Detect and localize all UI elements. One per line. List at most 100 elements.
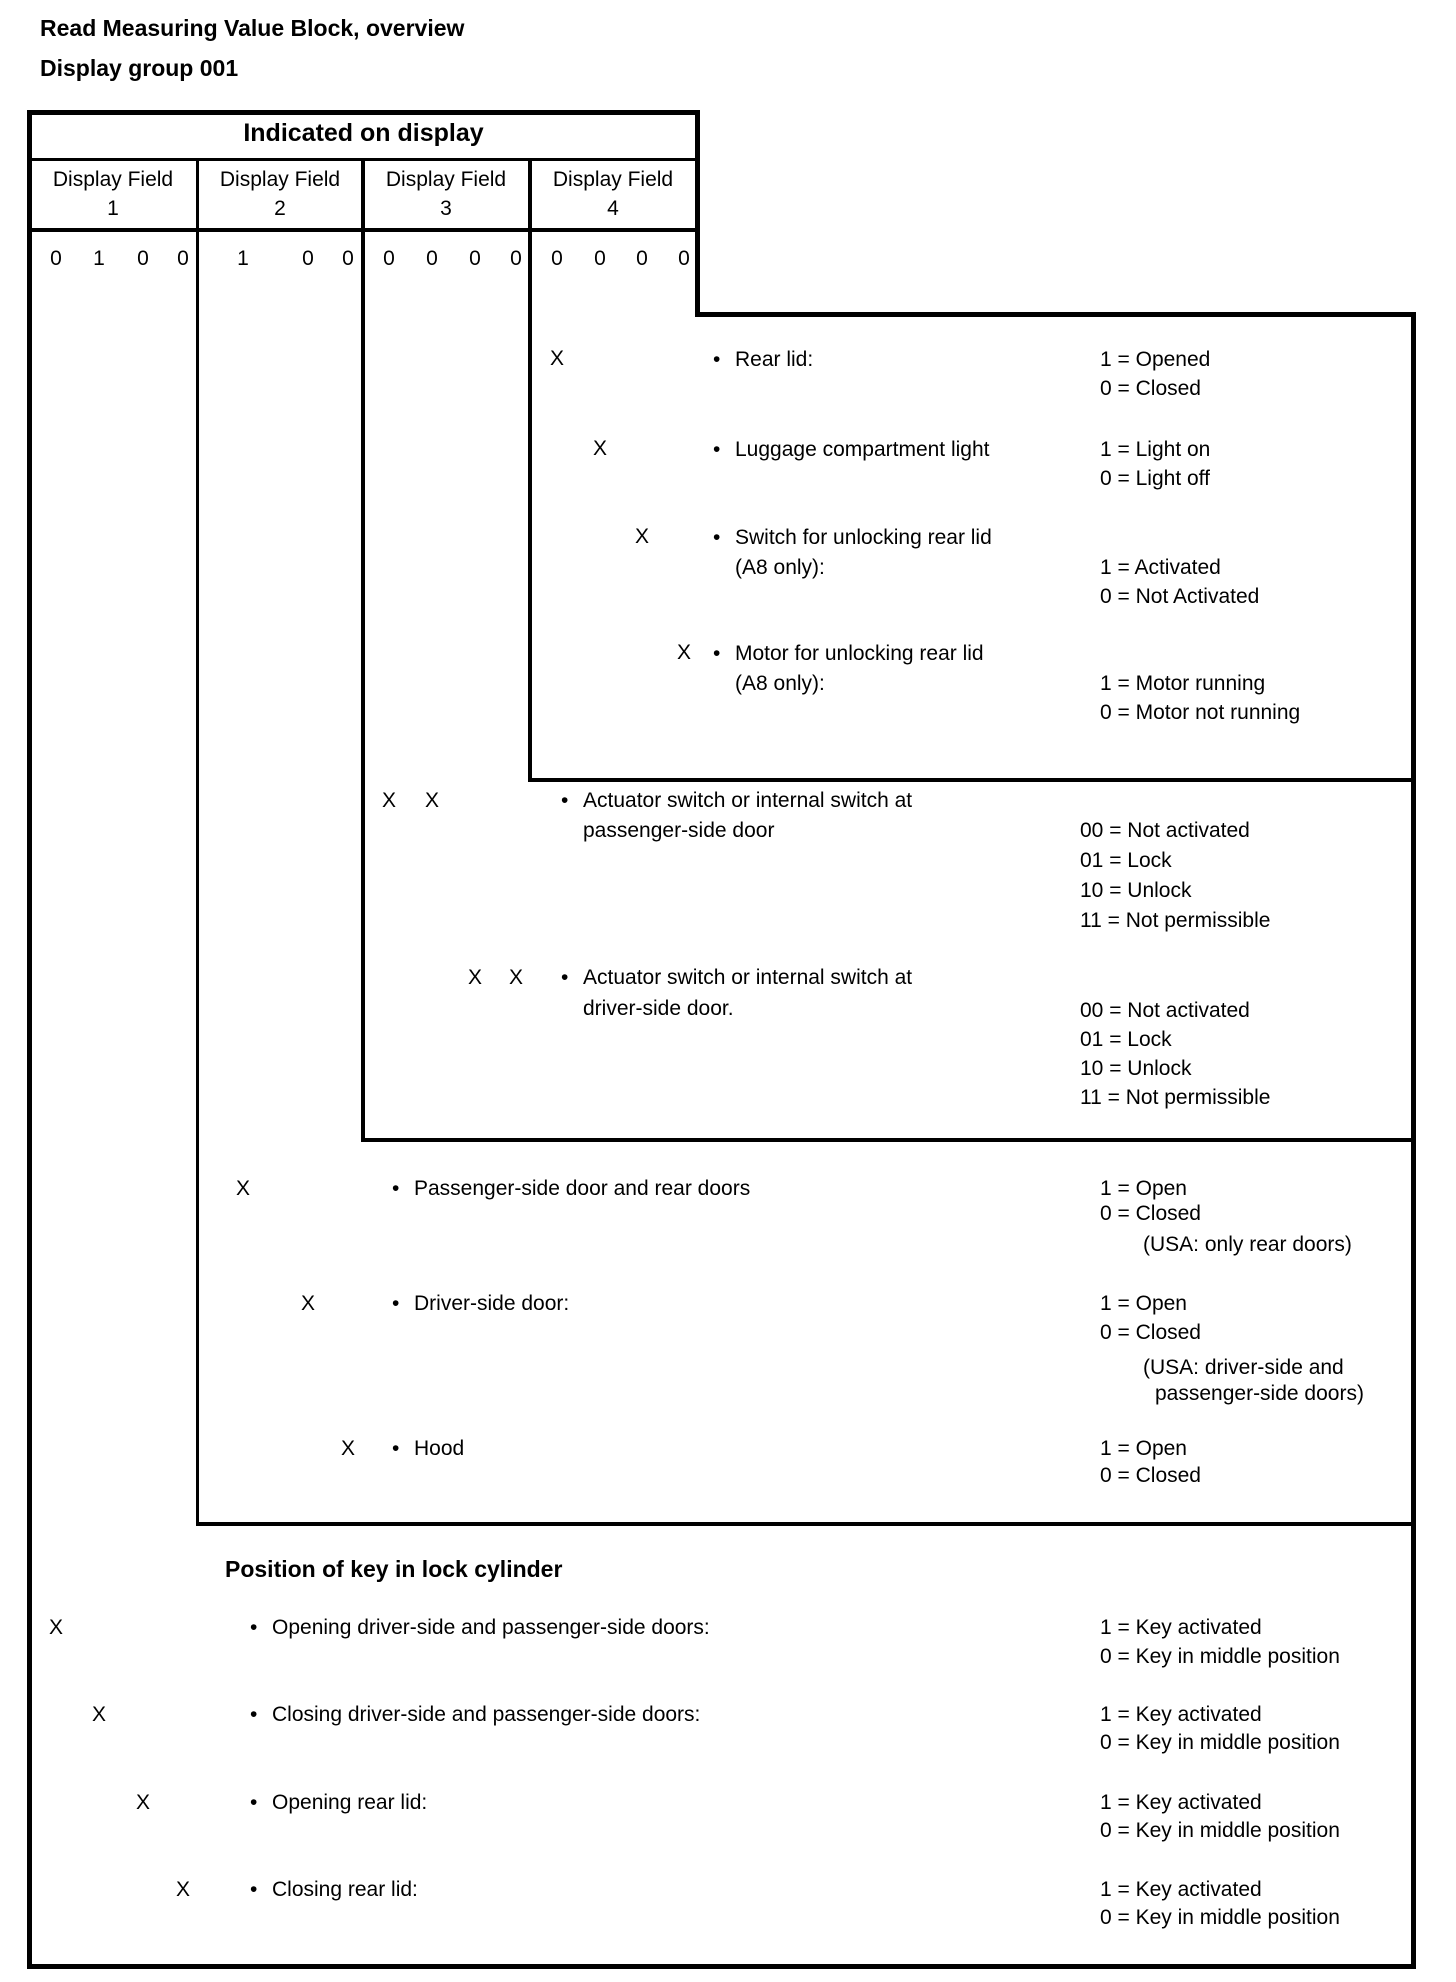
bullet-icon: • (713, 348, 721, 371)
legend-actuator-passenger-10: 10 = Unlock (1080, 879, 1192, 902)
legend-actuator-driver-01: 01 = Lock (1080, 1028, 1172, 1051)
legend-key-closing-rear-lid-1: 1 = Key activated (1100, 1878, 1262, 1901)
field4-header-number: 4 (607, 197, 619, 220)
bullet-icon: • (392, 1292, 400, 1315)
legend-actuator-passenger-11: 11 = Not permissible (1080, 909, 1271, 932)
bullet-icon: • (713, 526, 721, 549)
x-mark-actuator-passenger-1: X (381, 789, 396, 812)
field2-header-label: Display Field (219, 168, 341, 191)
x-mark-key-closing-doors: X (91, 1703, 106, 1726)
x-mark-motor-unlock: X (676, 641, 691, 664)
x-mark-key-closing-rear-lid: X (175, 1878, 190, 1901)
page-title-line2: Display group 001 (40, 55, 239, 81)
diagram-top-right-border (695, 312, 1416, 317)
legend-driver-door-usa-2: passenger-side doors) (1155, 1382, 1364, 1405)
x-mark-hood: X (340, 1437, 355, 1460)
field1-header-label: Display Field (52, 168, 174, 191)
bullet-icon: • (561, 966, 569, 989)
bullet-icon: • (250, 1791, 258, 1814)
field1-digit-3: 0 (137, 247, 149, 270)
legend-driver-door-usa-1: (USA: driver-side and (1143, 1356, 1344, 1379)
divider-field1-field2 (196, 158, 199, 1525)
legend-key-opening-rear-lid-1: 1 = Key activated (1100, 1791, 1262, 1814)
field2-group-bottom-border (196, 1522, 1416, 1526)
x-mark-key-opening-rear-lid: X (135, 1791, 150, 1814)
field4-digit-2: 0 (594, 247, 606, 270)
legend-motor-0: 0 = Motor not running (1100, 701, 1301, 724)
field1-digit-2: 1 (93, 247, 105, 270)
legend-passenger-door-usa: (USA: only rear doors) (1143, 1233, 1352, 1256)
x-mark-passenger-door: X (235, 1177, 250, 1200)
field2-header-number: 2 (274, 197, 286, 220)
legend-rear-lid-1: 1 = Opened (1100, 348, 1211, 371)
section-heading: Position of key in lock cylinder (225, 1556, 563, 1582)
bullet-icon: • (250, 1878, 258, 1901)
field4-digit-1: 0 (551, 247, 563, 270)
row-label-key-opening-rear-lid: •Opening rear lid: (250, 1791, 428, 1814)
field2-digit-4: 0 (342, 247, 354, 270)
row-label-actuator-passenger: •Actuator switch or internal switch at (561, 789, 913, 812)
row-label-actuator-passenger-line2: passenger-side door (583, 819, 775, 842)
legend-key-opening-rear-lid-0: 0 = Key in middle position (1100, 1819, 1340, 1842)
row-label-key-opening-doors: •Opening driver-side and passenger-side … (250, 1616, 710, 1639)
x-mark-switch-unlock: X (634, 525, 649, 548)
legend-luggage-1: 1 = Light on (1100, 438, 1211, 461)
bullet-icon: • (392, 1177, 400, 1200)
field3-digit-2: 0 (426, 247, 438, 270)
row-label-passenger-door: •Passenger-side door and rear doors (392, 1177, 751, 1200)
bullet-icon: • (250, 1616, 258, 1639)
bullet-icon: • (250, 1703, 258, 1726)
row-label-switch-unlock-line2: (A8 only): (735, 556, 825, 579)
legend-switch-0: 0 = Not Activated (1100, 585, 1260, 608)
page-title-line1: Read Measuring Value Block, overview (40, 15, 465, 41)
row-label-luggage-light: •Luggage compartment light (713, 438, 990, 461)
row-label-actuator-driver-line2: driver-side door. (583, 997, 734, 1020)
row-label-rear-lid: •Rear lid: (713, 348, 814, 371)
legend-rear-lid-0: 0 = Closed (1100, 377, 1201, 400)
diagram-bottom-border (27, 1964, 1416, 1969)
row-label-driver-door: •Driver-side door: (392, 1292, 570, 1315)
legend-key-opening-doors-1: 1 = Key activated (1100, 1616, 1262, 1639)
field2-digit-3: 0 (302, 247, 314, 270)
field2-header: Display Field 2 (210, 165, 350, 223)
page-title: Read Measuring Value Block, overview Dis… (40, 8, 464, 88)
bullet-icon: • (713, 642, 721, 665)
table-header: Indicated on display (243, 119, 484, 147)
legend-actuator-driver-10: 10 = Unlock (1080, 1057, 1192, 1080)
divider-field2-field3 (361, 158, 365, 1142)
bullet-icon: • (561, 789, 569, 812)
row-label-hood: •Hood (392, 1437, 465, 1460)
legend-passenger-door-0: 0 = Closed (1100, 1202, 1201, 1225)
legend-key-closing-rear-lid-0: 0 = Key in middle position (1100, 1906, 1340, 1929)
field4-header: Display Field 4 (543, 165, 683, 223)
legend-key-closing-doors-0: 0 = Key in middle position (1100, 1731, 1340, 1754)
legend-actuator-driver-00: 00 = Not activated (1080, 999, 1250, 1022)
table-top-border (27, 110, 700, 115)
row-label-key-closing-rear-lid: •Closing rear lid: (250, 1878, 418, 1901)
bullet-icon: • (713, 438, 721, 461)
legend-motor-1: 1 = Motor running (1100, 672, 1266, 695)
field3-header: Display Field 3 (376, 165, 516, 223)
x-mark-rear-lid: X (549, 347, 564, 370)
row-label-motor-unlock: •Motor for unlocking rear lid (713, 642, 984, 665)
row-label-key-closing-doors: •Closing driver-side and passenger-side … (250, 1703, 701, 1726)
field4-header-label: Display Field (552, 168, 674, 191)
table-right-border (695, 110, 700, 317)
row-label-motor-unlock-line2: (A8 only): (735, 672, 825, 695)
row-label-actuator-driver: •Actuator switch or internal switch at (561, 966, 913, 989)
field4-digit-3: 0 (636, 247, 648, 270)
legend-luggage-0: 0 = Light off (1100, 467, 1210, 490)
diagram-left-border (27, 110, 32, 1969)
legend-actuator-passenger-01: 01 = Lock (1080, 849, 1172, 872)
field3-digit-1: 0 (383, 247, 395, 270)
field3-digit-4: 0 (510, 247, 522, 270)
field3-header-number: 3 (440, 197, 452, 220)
legend-driver-door-1: 1 = Open (1100, 1292, 1187, 1315)
x-mark-luggage-light: X (592, 437, 607, 460)
field4-group-bottom-border (528, 778, 1416, 782)
legend-hood-0: 0 = Closed (1100, 1464, 1201, 1487)
legend-key-closing-doors-1: 1 = Key activated (1100, 1703, 1262, 1726)
bullet-icon: • (392, 1437, 400, 1460)
legend-actuator-passenger-00: 00 = Not activated (1080, 819, 1250, 842)
